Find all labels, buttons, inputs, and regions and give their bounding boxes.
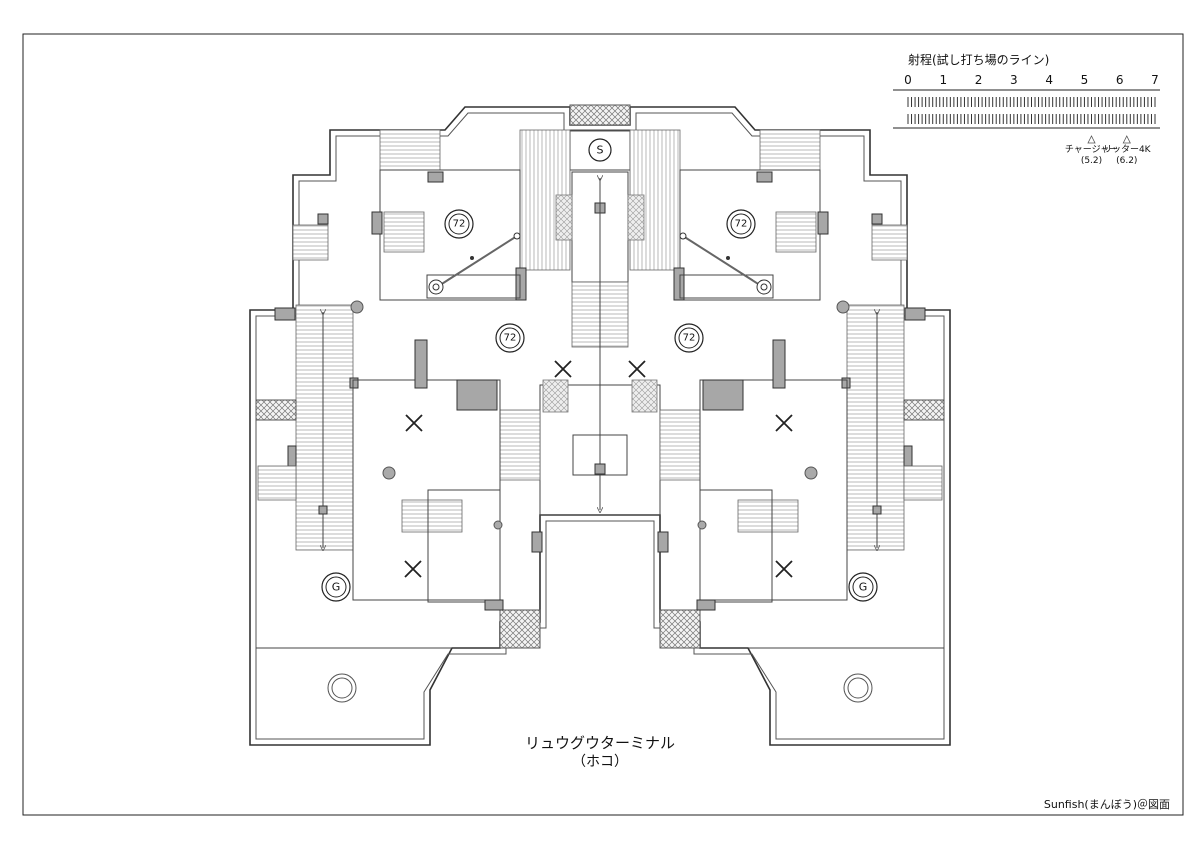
svg-text:G: G	[859, 581, 868, 594]
top-grate	[569, 104, 631, 126]
svg-text:72: 72	[453, 219, 466, 230]
map-title: リュウグウターミナル	[524, 734, 675, 752]
x-mark-icon	[554, 360, 572, 378]
x-mark-icon	[405, 414, 423, 432]
range-tick-label: 4	[1045, 73, 1053, 87]
x-mark-icon	[404, 560, 422, 578]
range-tick-label: 1	[939, 73, 947, 87]
x-mark-icon	[775, 560, 793, 578]
x-mark-icon	[628, 360, 646, 378]
goal-marker: G	[321, 572, 351, 602]
svg-text:72: 72	[683, 333, 696, 344]
number-marker: 72	[495, 323, 525, 353]
left-half	[255, 129, 543, 703]
credit-text: Sunfish(まんぼう)＠図面	[1043, 798, 1170, 811]
range-marker-name: リッター4K	[1103, 144, 1152, 155]
range-chart-title: 射程(試し打ち場のライン)	[908, 52, 1049, 67]
range-marker-name: チャージャー	[1065, 144, 1118, 155]
page-frame	[22, 33, 1184, 816]
center-column	[499, 104, 701, 649]
number-marker: 72	[444, 209, 474, 239]
range-marker-value: (6.2)	[1116, 156, 1137, 166]
svg-text:72: 72	[735, 219, 748, 230]
range-tick-label: 5	[1081, 73, 1089, 87]
range-chart: 射程(試し打ち場のライン) 0 1 2 3 4 5 6 7 チャージャー(5.2)リッター4K…	[893, 52, 1160, 166]
range-tick-label: 3	[1010, 73, 1018, 87]
range-tick-label: 6	[1116, 73, 1124, 87]
x-mark-icon	[775, 414, 793, 432]
center-marker: S	[588, 138, 612, 162]
range-marker-triangle-icon	[1122, 135, 1131, 144]
x-marks	[404, 360, 793, 578]
svg-text:G: G	[332, 581, 341, 594]
svg-text:S: S	[597, 144, 604, 157]
range-marker-value: (5.2)	[1081, 156, 1102, 166]
range-tick-label: 2	[975, 73, 983, 87]
goal-marker: G	[848, 572, 878, 602]
range-marker-triangle-icon	[1087, 135, 1096, 144]
map-subtitle: （ホコ）	[572, 754, 628, 770]
number-marker: 72	[674, 323, 704, 353]
svg-text:72: 72	[504, 333, 517, 344]
number-marker: 72	[726, 209, 756, 239]
range-tick-label: 0	[904, 73, 912, 87]
right-half	[657, 129, 945, 703]
range-tick-label: 7	[1151, 73, 1159, 87]
